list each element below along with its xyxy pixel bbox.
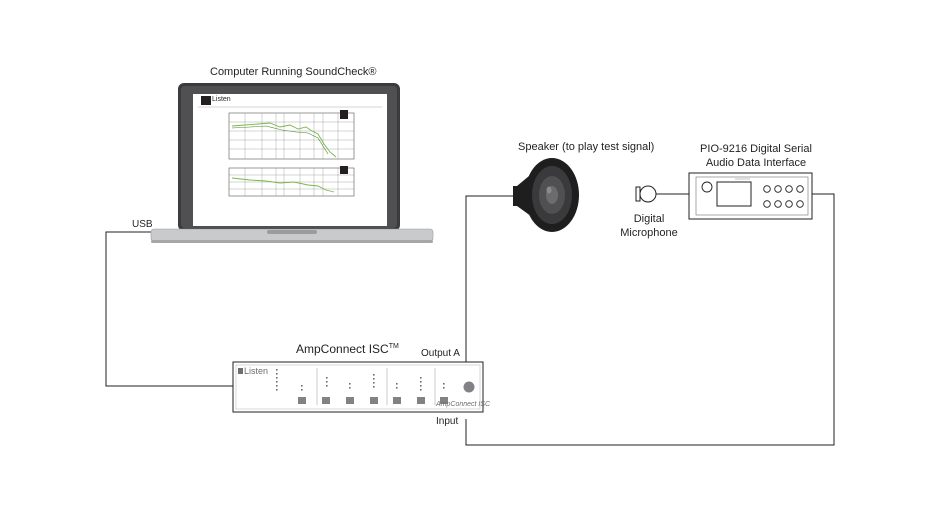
microphone-label-line2: Microphone bbox=[620, 227, 678, 239]
pio-logo-icon bbox=[701, 181, 713, 193]
output-a-label: Output A bbox=[421, 348, 460, 359]
channel-button-4 bbox=[370, 397, 378, 404]
channel-button-5 bbox=[393, 397, 401, 404]
ampconnect-device-icon bbox=[232, 361, 484, 413]
usb-cable bbox=[105, 231, 234, 387]
input-label: Input bbox=[436, 416, 459, 427]
laptop-trackpad-notch bbox=[267, 230, 317, 234]
trademark-superscript: TM bbox=[388, 343, 399, 350]
pio-label-line1: PIO-9216 Digital Serial bbox=[700, 143, 812, 155]
usb-label: USB bbox=[132, 219, 153, 230]
microphone-icon bbox=[635, 185, 657, 203]
power-knob bbox=[463, 381, 475, 393]
screen-logo: Listen bbox=[212, 96, 231, 103]
computer-label: Computer Running SoundCheck® bbox=[210, 66, 377, 78]
channel-button-7 bbox=[440, 397, 448, 404]
ampconnect-panel-text: AmpConnect ISC bbox=[436, 401, 491, 408]
channel-button-1 bbox=[298, 397, 306, 404]
screen-graph-top bbox=[228, 110, 355, 160]
output-a-cable bbox=[465, 195, 517, 362]
channel-button-2 bbox=[322, 397, 330, 404]
input-cable bbox=[465, 193, 835, 446]
pio-display bbox=[716, 181, 752, 207]
cables bbox=[105, 193, 835, 446]
microphone-label-line1: Digital bbox=[633, 213, 665, 225]
audio-interface-icon bbox=[688, 172, 813, 220]
speaker-label: Speaker (to play test signal) bbox=[518, 141, 655, 153]
laptop-icon bbox=[150, 83, 434, 243]
channel-button-3 bbox=[346, 397, 354, 404]
ampconnect-title: AmpConnect ISCTM bbox=[296, 342, 399, 356]
ampconnect-brand-logo: Listen bbox=[244, 366, 269, 376]
channel-button-6 bbox=[417, 397, 425, 404]
speaker-icon bbox=[513, 158, 579, 232]
screen-graph-bottom bbox=[228, 166, 355, 197]
pio-label-line2: Audio Data Interface bbox=[705, 157, 807, 169]
